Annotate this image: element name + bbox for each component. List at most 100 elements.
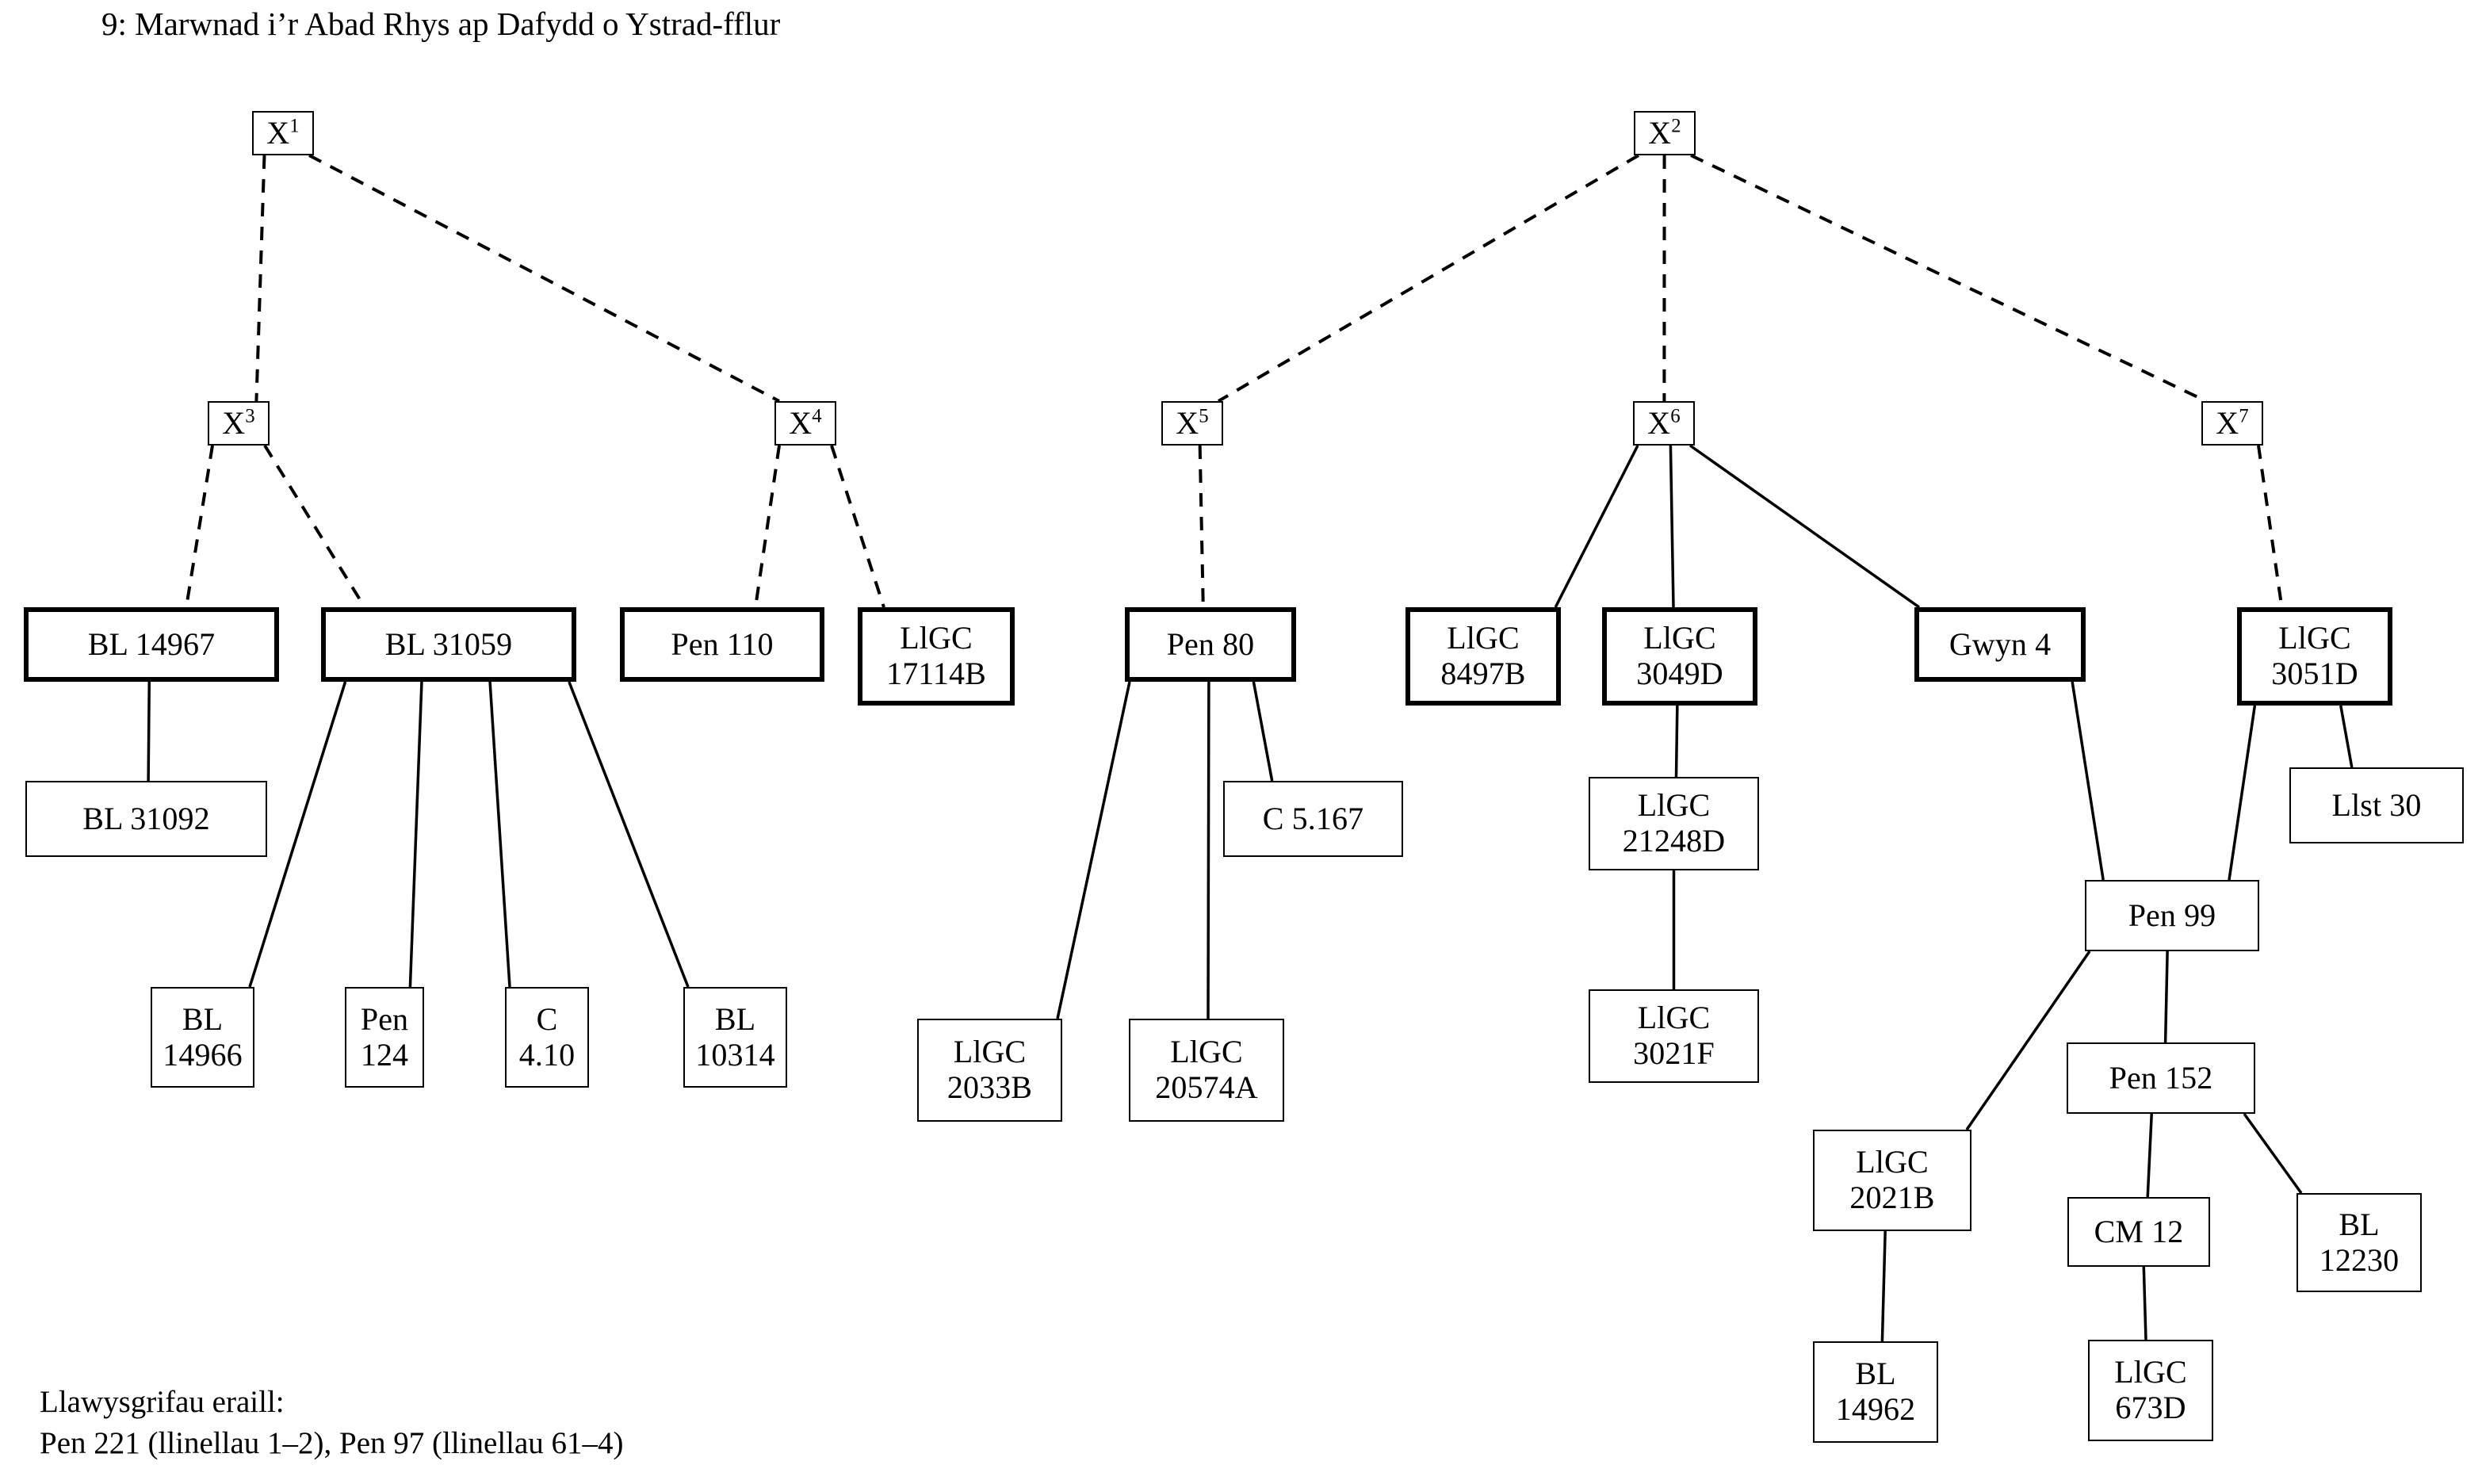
node-label: Pen 110 <box>671 625 774 662</box>
node-label: X1 <box>266 114 300 151</box>
node-label: Gwyn 4 <box>1949 625 2052 662</box>
node-label: X7 <box>2216 404 2249 441</box>
edge-bl31059-to-bl10314 <box>568 681 690 988</box>
edge-x4-to-llgc17114b <box>830 445 885 608</box>
node-label: C 5.167 <box>1262 800 1364 836</box>
edge-gwyn4-to-pen99 <box>2071 681 2105 881</box>
node-label: CM 12 <box>2094 1213 2184 1249</box>
node-llgc8497b[interactable]: LlGC 8497B <box>1405 607 1561 706</box>
node-label: BL 14967 <box>87 625 216 662</box>
node-label-superscript: 7 <box>2239 405 2249 427</box>
node-label: LlGC 20574A <box>1155 1034 1258 1105</box>
node-label: Pen 152 <box>2109 1059 2213 1096</box>
node-label-superscript: 5 <box>1199 405 1209 427</box>
node-bl31092[interactable]: BL 31092 <box>25 781 267 857</box>
node-bl12230[interactable]: BL 12230 <box>2297 1193 2422 1292</box>
edge-pen80-to-llgc2033b <box>1056 681 1131 1019</box>
node-llgc3051d[interactable]: LlGC 3051D <box>2237 607 2392 706</box>
other-manuscripts-note: Llawysgrifau eraill: Pen 221 (llinellau … <box>40 1385 624 1460</box>
edge-x2-to-x7 <box>1690 154 2207 403</box>
edge-x2-to-x5 <box>1217 154 1640 403</box>
node-label: LlGC 21248D <box>1622 787 1726 859</box>
node-label: LlGC 2033B <box>947 1034 1033 1105</box>
node-llgc21248d[interactable]: LlGC 21248D <box>1589 777 1759 870</box>
node-llgc2021b[interactable]: LlGC 2021B <box>1813 1130 1971 1231</box>
node-label-superscript: 2 <box>1671 115 1681 137</box>
node-pen110[interactable]: Pen 110 <box>620 607 824 682</box>
node-x4[interactable]: X4 <box>774 401 836 446</box>
node-pen80[interactable]: Pen 80 <box>1125 607 1296 682</box>
edge-pen99-to-pen152 <box>2163 950 2169 1043</box>
node-x1[interactable]: X1 <box>252 111 314 155</box>
node-label: LlGC 3021F <box>1633 1000 1715 1071</box>
node-label: Pen 99 <box>2128 897 2216 933</box>
node-gwyn4[interactable]: Gwyn 4 <box>1914 607 2086 682</box>
edge-x5-to-pen80 <box>1198 445 1205 608</box>
node-x3[interactable]: X3 <box>208 401 270 446</box>
edge-x6-to-llgc3049d <box>1669 445 1675 608</box>
edge-x6-to-gwyn4 <box>1688 444 1921 609</box>
edge-x3-to-bl14967 <box>185 445 214 608</box>
node-c5167[interactable]: C 5.167 <box>1223 781 1403 857</box>
node-c410[interactable]: C 4.10 <box>505 987 589 1088</box>
edge-llgc2021b-to-bl14962 <box>1880 1230 1887 1342</box>
edge-x3-to-bl31059 <box>263 444 366 609</box>
node-llgc17114b[interactable]: LlGC 17114B <box>858 607 1015 706</box>
edge-x7-to-llgc3051d <box>2257 445 2284 608</box>
edge-bl14967-to-bl31092 <box>147 681 151 782</box>
node-cm12[interactable]: CM 12 <box>2067 1197 2210 1267</box>
node-label: X4 <box>789 404 822 441</box>
node-bl10314[interactable]: BL 10314 <box>683 987 787 1088</box>
node-label: LlGC 17114B <box>886 620 986 691</box>
node-llgc2033b[interactable]: LlGC 2033B <box>917 1019 1062 1122</box>
node-bl14967[interactable]: BL 14967 <box>24 607 279 682</box>
node-label: BL 31092 <box>82 800 210 836</box>
node-label: BL 10314 <box>695 1000 775 1073</box>
node-label: BL 14962 <box>1835 1356 1916 1427</box>
node-llgc3049d[interactable]: LlGC 3049D <box>1602 607 1757 706</box>
node-label-superscript: 4 <box>812 405 822 427</box>
node-x7[interactable]: X7 <box>2201 401 2263 446</box>
node-label-superscript: 3 <box>245 405 255 427</box>
node-x6[interactable]: X6 <box>1633 401 1695 446</box>
page-title: 9: Marwnad i’r Abad Rhys ap Dafydd o Yst… <box>101 6 781 42</box>
node-label: BL 14966 <box>163 1000 243 1073</box>
node-label: LlGC 2021B <box>1849 1144 1935 1215</box>
edge-cm12-to-llgc673d <box>2142 1266 2147 1341</box>
edge-x1-to-x3 <box>254 155 266 402</box>
edge-bl31059-to-c410 <box>488 681 511 988</box>
node-bl14966[interactable]: BL 14966 <box>151 987 254 1088</box>
edge-x1-to-x4 <box>308 154 780 403</box>
node-label: BL 12230 <box>2319 1206 2400 1278</box>
edge-x4-to-pen110 <box>754 445 781 608</box>
node-label: X2 <box>1648 114 1681 151</box>
node-label: BL 31059 <box>384 625 513 662</box>
node-x2[interactable]: X2 <box>1634 111 1696 155</box>
node-llgc20574a[interactable]: LlGC 20574A <box>1129 1019 1284 1122</box>
node-label: LlGC 8497B <box>1440 620 1526 691</box>
edge-pen152-to-cm12 <box>2146 1113 2153 1198</box>
edge-pen152-to-bl12230 <box>2243 1112 2303 1195</box>
node-pen152[interactable]: Pen 152 <box>2067 1042 2255 1114</box>
node-llst30[interactable]: Llst 30 <box>2289 767 2464 843</box>
edge-pen80-to-llgc20574a <box>1207 681 1210 1019</box>
node-llgc673d[interactable]: LlGC 673D <box>2088 1340 2213 1441</box>
node-label: Pen 80 <box>1166 625 1255 662</box>
node-label: LlGC 3051D <box>2271 620 2358 691</box>
node-pen124[interactable]: Pen 124 <box>345 987 424 1088</box>
node-label: LlGC 673D <box>2114 1354 2187 1425</box>
node-pen99[interactable]: Pen 99 <box>2085 880 2259 951</box>
edge-pen80-to-c5167 <box>1252 681 1274 782</box>
node-label: Llst 30 <box>2331 786 2422 823</box>
node-x5[interactable]: X5 <box>1161 401 1223 446</box>
node-label: X3 <box>222 404 255 441</box>
node-bl31059[interactable]: BL 31059 <box>321 607 576 682</box>
node-llgc3021f[interactable]: LlGC 3021F <box>1589 989 1759 1083</box>
node-label: LlGC 3049D <box>1636 620 1723 691</box>
edge-llgc3051d-to-llst30 <box>2339 705 2354 768</box>
node-label-superscript: 6 <box>1670 405 1681 427</box>
edge-llgc3051d-to-pen99 <box>2228 705 2257 881</box>
node-label: Pen 124 <box>360 1000 409 1073</box>
node-bl14962[interactable]: BL 14962 <box>1813 1341 1938 1443</box>
